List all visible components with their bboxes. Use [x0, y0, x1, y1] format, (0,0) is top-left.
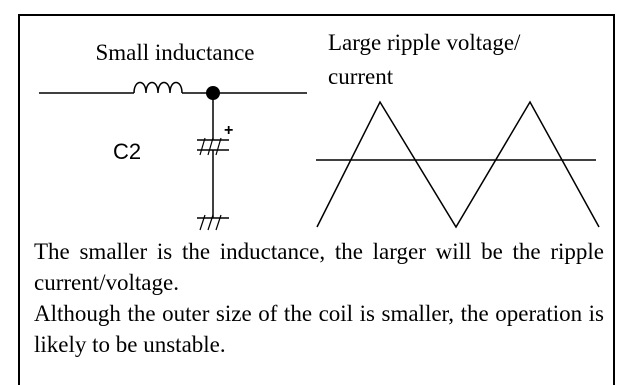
capacitor-hatching — [199, 137, 222, 156]
inductor-label: Small inductance — [95, 40, 254, 65]
polarity-mark: + — [224, 122, 233, 139]
ground-hatching — [199, 214, 222, 231]
frame-border — [18, 14, 615, 385]
waveform-label-line1: Large ripple voltage/ — [328, 30, 521, 55]
ripple-waveform — [316, 100, 600, 229]
caption-paragraph-1: The smaller is the inductance, the large… — [34, 239, 604, 295]
caption: The smaller is the inductance, the large… — [34, 236, 604, 360]
waveform-label-line2: current — [328, 64, 394, 89]
capacitor-label: C2 — [113, 139, 141, 164]
inductor-coil — [133, 81, 183, 94]
caption-paragraph-2: Although the outer size of the coil is s… — [34, 301, 604, 357]
